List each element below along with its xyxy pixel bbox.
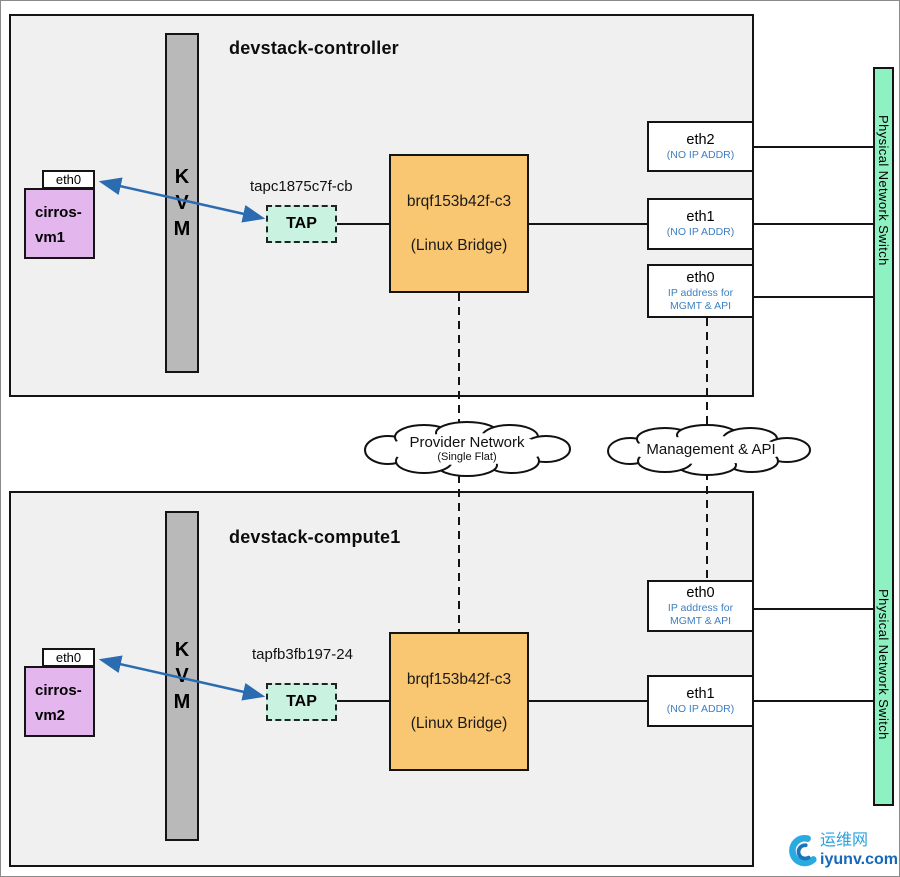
bridge-name: brqf153b42f-c3 — [406, 192, 512, 210]
switch-label-top: Physical Network Switch — [876, 115, 891, 266]
physical-network-switch-bar: Physical Network Switch Physical Network… — [873, 67, 894, 806]
provider-network-label: Provider Network (Single Flat) — [379, 434, 555, 464]
host-title-compute1: devstack-compute1 — [229, 527, 401, 547]
nic-name: eth0 — [686, 269, 715, 286]
kvm-letter: K — [174, 166, 190, 188]
vm-nic-tab-eth0-vm2: eth0 — [42, 648, 95, 667]
vm-name-line: vm1 — [35, 229, 66, 246]
kvm-hypervisor-bar-compute1: K V M — [165, 511, 199, 841]
vm-box-cirros-vm2: cirros- vm2 — [24, 666, 95, 737]
nic-note: (NO IP ADDR) — [666, 226, 735, 238]
linux-bridge-box-controller: brqf153b42f-c3 (Linux Bridge) — [389, 154, 529, 293]
nic-name: eth1 — [686, 686, 715, 702]
nic-box-controller-eth0: eth0 IP address for MGMT & API — [647, 264, 754, 318]
watermark-brand-cn: 运维网 — [820, 831, 869, 849]
kvm-letter: V — [175, 192, 189, 214]
kvm-letter: M — [173, 691, 191, 713]
cloud-subtitle: (Single Flat) — [437, 451, 497, 463]
nic-name: eth2 — [686, 131, 715, 148]
bridge-kind: (Linux Bridge) — [410, 236, 508, 254]
vm-name-line: cirros- — [35, 204, 82, 221]
host-box-devstack-controller — [9, 14, 754, 397]
kvm-letter: K — [174, 639, 190, 661]
tap-box-compute1: TAP — [266, 683, 337, 721]
nic-note: MGMT & API — [669, 299, 732, 312]
kvm-letter: M — [173, 218, 191, 240]
nic-box-controller-eth1: eth1 (NO IP ADDR) — [647, 198, 754, 250]
nic-box-compute1-eth1: eth1 (NO IP ADDR) — [647, 675, 754, 727]
nic-note: (NO IP ADDR) — [666, 703, 735, 715]
vm-nic-tab-eth0-vm1: eth0 — [42, 170, 95, 189]
cloud-title: Provider Network — [409, 434, 525, 451]
switch-label-bottom: Physical Network Switch — [876, 589, 891, 740]
tap-device-name-controller: tapc1875c7f-cb — [250, 178, 353, 195]
nic-note: IP address for — [667, 601, 734, 614]
tap-device-name-compute1: tapfb3fb197-24 — [252, 646, 353, 663]
host-title-controller: devstack-controller — [229, 38, 399, 58]
vm-box-cirros-vm1: cirros- vm1 — [24, 188, 95, 259]
management-api-label: Management & API — [619, 441, 803, 458]
cloud-title: Management & API — [646, 441, 776, 458]
watermark-brand-site: iyunv.com — [820, 850, 898, 868]
vm-name-line: vm2 — [35, 707, 66, 724]
vm-name-line: cirros- — [35, 682, 82, 699]
nic-note: MGMT & API — [669, 614, 732, 627]
kvm-letter: V — [175, 665, 189, 687]
tap-box-controller: TAP — [266, 205, 337, 243]
nic-note: (NO IP ADDR) — [666, 148, 735, 161]
watermark-logo-icon — [789, 834, 817, 866]
kvm-hypervisor-bar-controller: K V M — [165, 33, 199, 373]
linux-bridge-box-compute1: brqf153b42f-c3 (Linux Bridge) — [389, 632, 529, 771]
nic-name: eth1 — [686, 209, 715, 225]
bridge-kind: (Linux Bridge) — [410, 714, 508, 732]
nic-box-controller-eth2: eth2 (NO IP ADDR) — [647, 121, 754, 172]
nic-note: IP address for — [667, 286, 734, 299]
nic-name: eth0 — [686, 584, 715, 601]
bridge-name: brqf153b42f-c3 — [406, 670, 512, 688]
nic-box-compute1-eth0: eth0 IP address for MGMT & API — [647, 580, 754, 632]
site-watermark: 运维网 iyunv.com — [782, 824, 898, 875]
